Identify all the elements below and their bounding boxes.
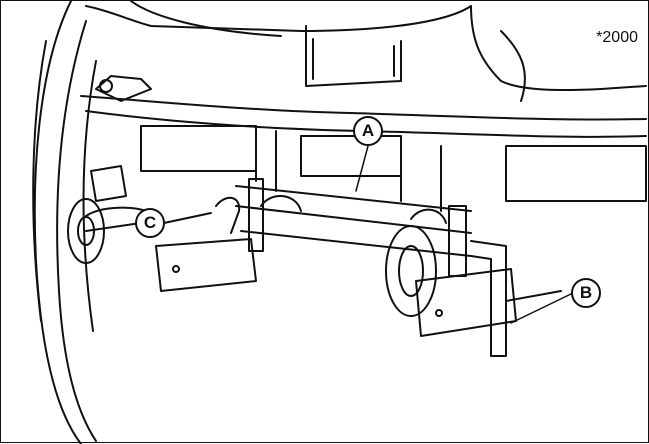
right-plate: [385, 205, 517, 337]
frame-panels: [140, 125, 647, 212]
left-plate: [155, 178, 264, 292]
hitch-tube: [235, 185, 472, 257]
callout-a: A: [353, 116, 383, 146]
figure-id: *2000: [596, 29, 638, 46]
l-pin: [470, 240, 562, 357]
front-tire: [32, 1, 105, 444]
leader-lines: [355, 145, 574, 324]
callout-c: C: [135, 208, 165, 238]
clip-pin: [163, 196, 241, 234]
callout-b: B: [571, 278, 601, 308]
tractor-body: [85, 1, 647, 102]
